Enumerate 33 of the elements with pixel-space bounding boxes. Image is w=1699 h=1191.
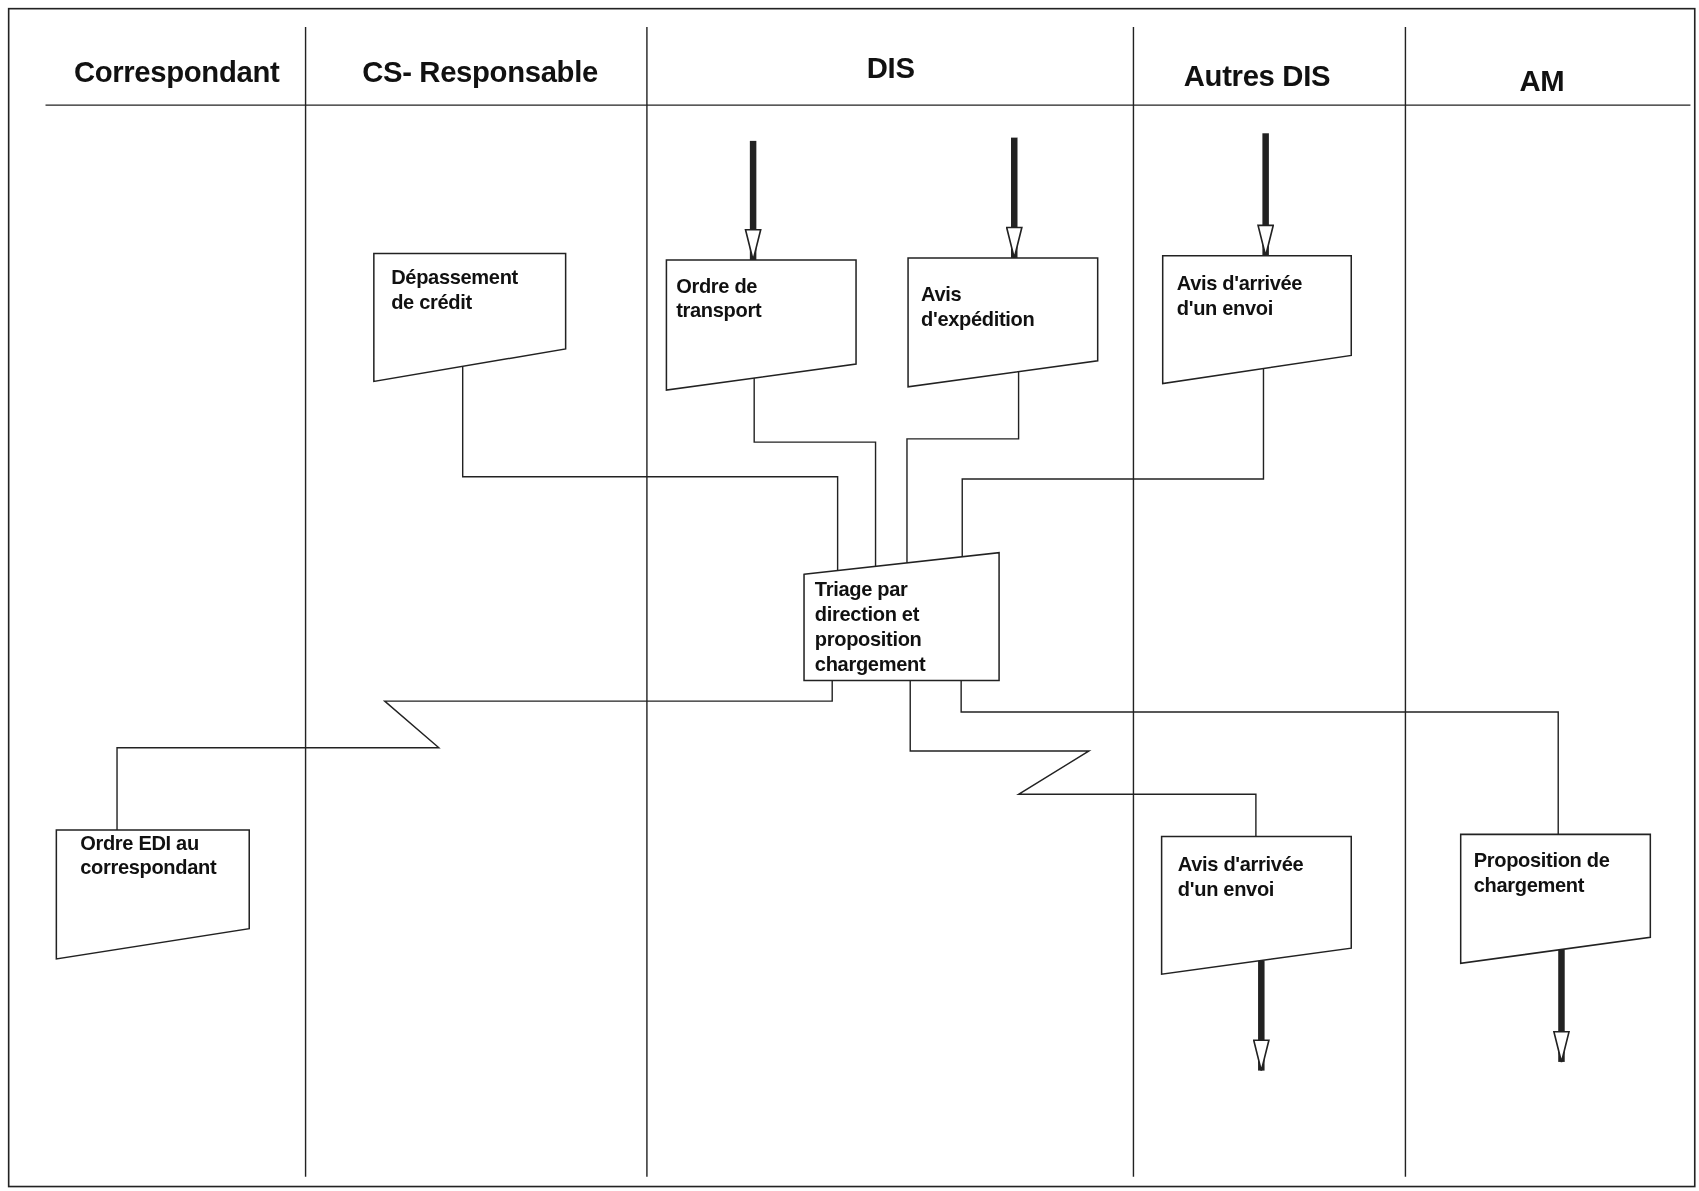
arrow [1252,960,1270,1072]
arrow [744,140,762,261]
connector-line [906,371,1020,564]
arrow [1257,133,1275,257]
manual-input-box [804,552,1000,681]
box-text: Proposition de chargement [1473,847,1611,898]
lane-header: AM [1519,65,1565,99]
lane-header: Correspondant [73,56,280,90]
box-text: Avis d'arrivée d'un envoi [1177,851,1305,902]
manual-input-box [908,257,1098,387]
connector-line [753,377,877,568]
connector-line [116,679,833,831]
connector-line [462,365,839,572]
lane-header: DIS [866,52,915,86]
manual-input-box [373,253,566,382]
box-text: Triage par direction et proposition chargement [814,576,927,677]
manual-input-box [1161,836,1352,975]
lane-header: CS- Responsable [362,56,598,90]
manual-input-box [56,830,250,959]
box-text: Avis d'expédition [921,281,1036,332]
lane-header: Autres DIS [1183,59,1331,94]
connector-line [960,679,1559,836]
box-text: Dépassement de crédit [391,264,519,315]
connector-line [909,679,1257,838]
box-text: Avis d'arrivée d'un envoi [1176,271,1304,321]
manual-input-box [666,260,857,391]
arrow [1553,949,1570,1063]
connector-line [961,367,1265,558]
manual-input-box [1162,255,1352,384]
manual-input-box [1460,834,1651,964]
box-text: Ordre de transport [676,273,763,323]
arrow [1005,137,1023,259]
box-text: Ordre EDI au correspondant [80,830,218,880]
